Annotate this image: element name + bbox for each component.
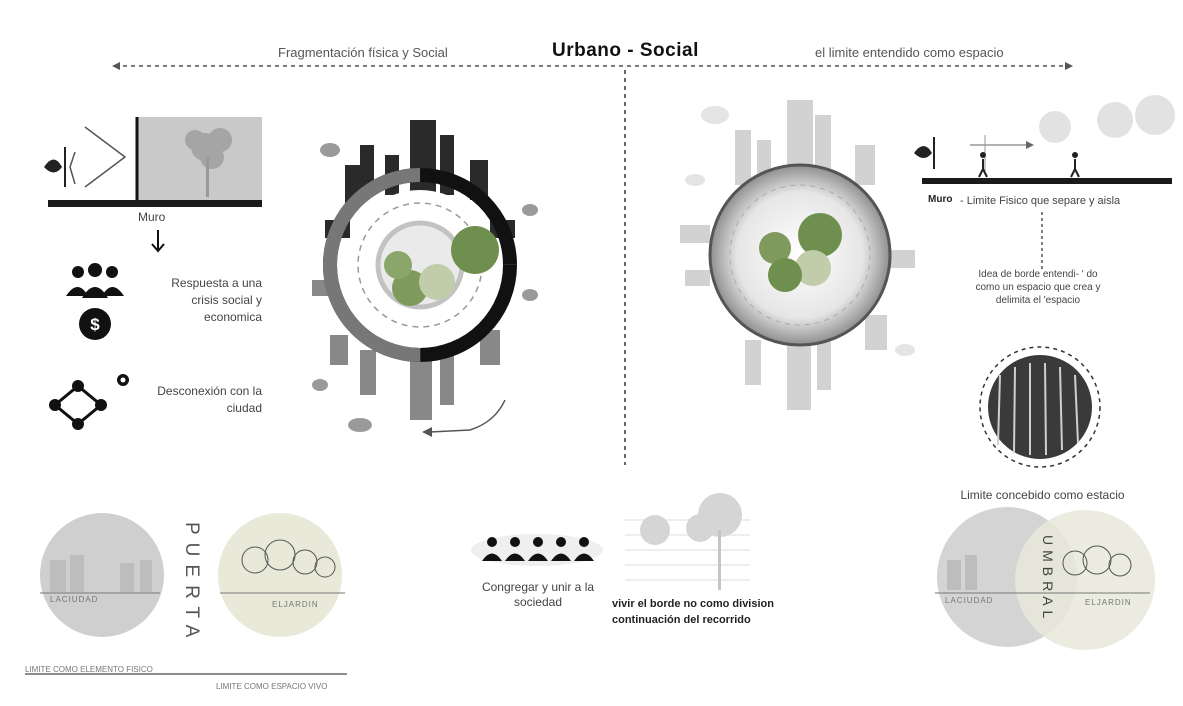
city-label: LACIUDAD <box>50 595 99 604</box>
group-people-icon <box>471 534 603 566</box>
limit-space: LIMITE COMO ESPACIO VIVO <box>216 682 328 691</box>
limit-line <box>25 673 347 675</box>
arrow-down-icon <box>151 230 165 253</box>
response-text: Respuesta a una crisis social y economic… <box>171 276 262 324</box>
walker-icon <box>978 152 988 178</box>
right-subtitle: el limite entendido como espacio <box>815 45 1004 60</box>
gather-text: Congregar y unir a la sociedad <box>481 580 595 609</box>
city-garden-circles <box>40 513 345 637</box>
globe-right <box>680 100 915 410</box>
garden-label-right: ELJARDIN <box>1085 598 1132 607</box>
tree-icon <box>185 128 232 197</box>
threshold-circles <box>935 507 1155 650</box>
border-text-2: continuación del recorrido <box>612 614 751 626</box>
walk-diagram <box>914 95 1175 184</box>
garden-label: ELJARDIN <box>272 600 319 609</box>
wall-caption-right: - Limite Fisico que separe y aisla <box>960 195 1121 207</box>
connector-line <box>1041 212 1043 270</box>
page-title: Urbano - Social <box>552 40 699 61</box>
idea-text: Idea de borde entendi- ' do como un espa… <box>975 269 1101 306</box>
border-sketch <box>625 493 750 590</box>
network-icon <box>49 374 129 430</box>
threshold-label: UMBRAL <box>1040 535 1056 624</box>
city-ring-left <box>312 120 538 437</box>
left-subtitle: Fragmentación física y Social <box>278 45 448 60</box>
city-label-right: LACIUDAD <box>945 596 994 605</box>
svg-text:$: $ <box>90 315 100 334</box>
border-text-1: vivir el borde no como division <box>612 598 774 610</box>
wall-label-right: Muro <box>928 194 953 205</box>
door-label: PUERTA <box>181 522 202 646</box>
space-caption: Limite concebido como estacio <box>960 488 1125 502</box>
wall-label: Muro <box>138 210 166 224</box>
walker-icon <box>1070 152 1080 178</box>
limit-physical: LIMITE COMO ELEMENTO FISICO <box>25 665 153 674</box>
disconnect-text: Desconexión con la ciudad <box>157 384 262 415</box>
eye-icon <box>914 137 935 169</box>
people-dollar-icon: $ <box>66 263 124 340</box>
tree-cluster <box>384 226 499 306</box>
space-photo <box>979 346 1101 468</box>
eye-icon <box>44 147 66 187</box>
wall-diagram <box>44 117 262 207</box>
